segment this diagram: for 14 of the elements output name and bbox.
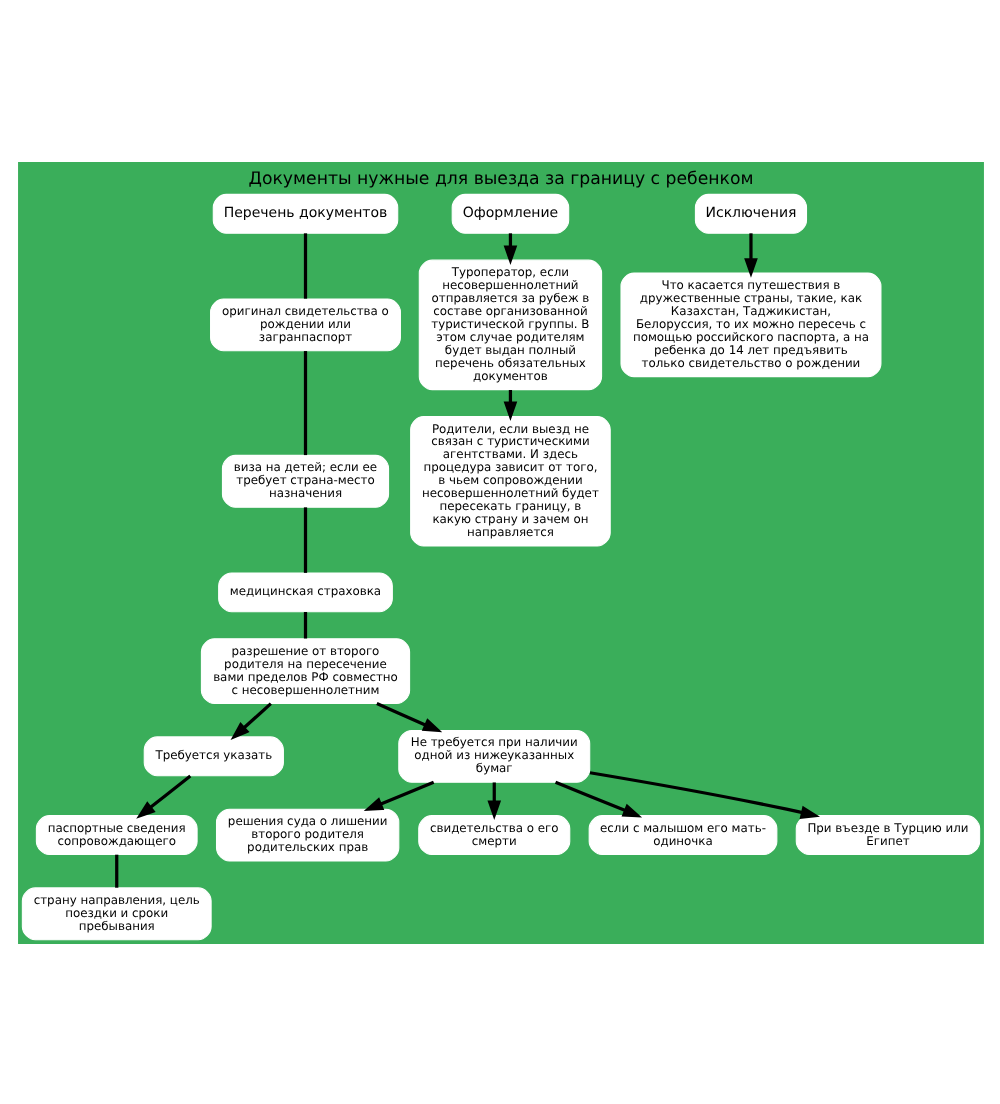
connector bbox=[302, 232, 307, 298]
arrow bbox=[486, 781, 501, 820]
diagram-title: Документы нужные для выезда за границу с ребенком bbox=[247, 169, 753, 190]
connector bbox=[302, 611, 307, 638]
arrow bbox=[135, 773, 191, 818]
arrow bbox=[229, 701, 271, 740]
connector bbox=[302, 350, 307, 455]
connector bbox=[114, 853, 118, 887]
arrow bbox=[588, 770, 820, 818]
arrow bbox=[362, 779, 434, 810]
arrow bbox=[553, 779, 642, 817]
arrow bbox=[743, 232, 757, 277]
connector bbox=[302, 506, 307, 572]
arrow bbox=[375, 701, 442, 732]
